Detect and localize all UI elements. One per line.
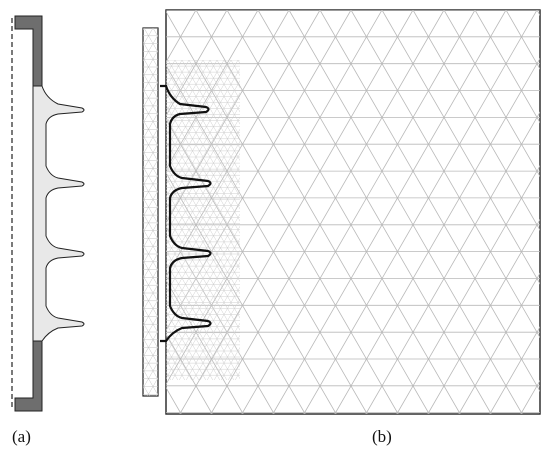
axis-strip-mesh xyxy=(143,28,158,396)
fine-lines xyxy=(166,60,240,380)
caption-b: (b) xyxy=(372,427,392,446)
axis-strip xyxy=(142,27,159,397)
caption-a: (a) xyxy=(12,427,31,446)
mesh-fine-region xyxy=(166,60,240,380)
panel-b-mesh xyxy=(142,9,541,415)
insulator-body xyxy=(32,85,85,342)
bottom-end-fitting xyxy=(14,340,43,412)
insulator-outline-mesh xyxy=(160,84,212,343)
top-end-fitting xyxy=(14,15,43,87)
mesh-coarse-region xyxy=(166,10,540,414)
mesh-domain-boundary xyxy=(165,9,541,415)
strip-lines xyxy=(143,28,158,396)
panel-a-cross-section xyxy=(11,15,85,412)
coarse-lines xyxy=(166,10,540,414)
